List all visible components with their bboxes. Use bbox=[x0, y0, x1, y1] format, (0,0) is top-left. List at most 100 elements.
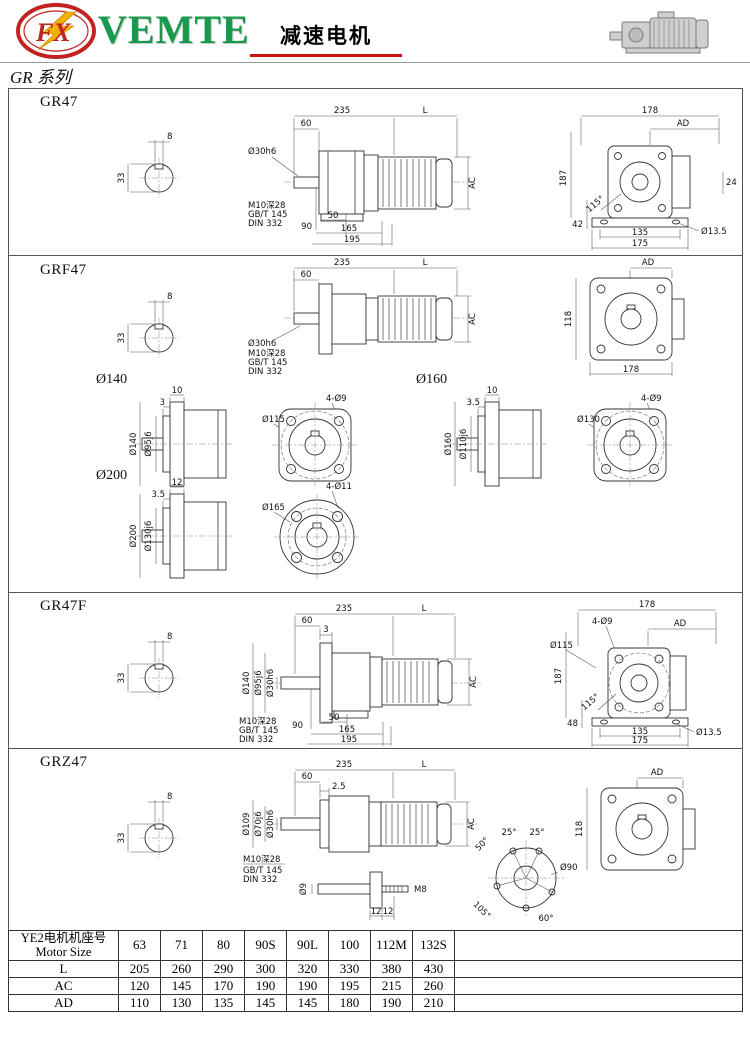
dim-60: 60 bbox=[302, 616, 313, 626]
column-header: 90S bbox=[244, 930, 287, 961]
dim-AC: AC bbox=[467, 818, 477, 830]
standard-gbt: GB/T 145 bbox=[248, 358, 287, 368]
dim-holes: 4-Ø9 bbox=[592, 616, 613, 627]
gr47f-shaft-section-view: 8 33 bbox=[117, 632, 179, 698]
dim-thread-M8: M8 bbox=[414, 885, 427, 895]
dim-50: 50 bbox=[328, 211, 339, 221]
motor-fins bbox=[653, 20, 690, 48]
dim-angle-115: 115° bbox=[585, 194, 607, 215]
dim-keyway-width: 8 bbox=[167, 792, 172, 802]
grf47-front-view: 235 L 60 Ø30h6 AC M10深28 GB/T 145 DIN 33… bbox=[248, 258, 478, 377]
dim-3: 3 bbox=[323, 625, 328, 635]
dim-L: L bbox=[423, 258, 428, 268]
flange160-section-view: 10 3.5 Ø160 Ø110j6 bbox=[443, 386, 547, 487]
grz47-shaft-section-view: 8 33 bbox=[117, 792, 179, 858]
dim-thickness: 12 bbox=[172, 478, 183, 488]
cell: 290 bbox=[202, 959, 245, 978]
column-header: 63 bbox=[118, 930, 161, 961]
flange140-section-view: 10 3 Ø140 Ø95j6 bbox=[128, 386, 232, 487]
dim-60: 60 bbox=[301, 270, 312, 280]
filler-cell bbox=[454, 993, 743, 1012]
dim-AC: AC bbox=[469, 676, 479, 688]
gr47-side-view: 178 AD 187 115° 42 24 Ø13.5 135 175 bbox=[559, 106, 737, 250]
shaft-geometry bbox=[127, 140, 179, 198]
dim-50: 50 bbox=[329, 713, 340, 723]
dim-60: 60 bbox=[301, 119, 312, 129]
column-header: 132S bbox=[412, 930, 455, 961]
dim-175: 175 bbox=[632, 239, 648, 249]
dim-L: L bbox=[422, 604, 427, 614]
cell: 145 bbox=[286, 993, 329, 1012]
tap-spec: M10深28 bbox=[239, 717, 276, 727]
gr47f-front-geometry bbox=[252, 613, 481, 746]
gr47-shaft-section-view: 8 33 bbox=[117, 132, 179, 198]
dim-bolt-circle-90: Ø90 bbox=[560, 862, 578, 873]
dim-angle-105: 105° bbox=[471, 900, 493, 922]
standard-gbt: GB/T 145 bbox=[248, 210, 287, 220]
cell: 190 bbox=[244, 976, 287, 995]
dim-12b: 12 bbox=[383, 907, 394, 917]
dim-bolt-circle: Ø115 bbox=[550, 640, 573, 651]
shaft-geometry bbox=[127, 640, 179, 698]
gr47f-side-geometry bbox=[565, 609, 717, 747]
dim-178: 178 bbox=[639, 600, 655, 610]
flange200-section-view: 12 3.5 Ø200 Ø130j6 bbox=[128, 478, 232, 579]
cell: 210 bbox=[412, 993, 455, 1012]
dim-L: L bbox=[422, 760, 427, 770]
cell: 430 bbox=[412, 959, 455, 978]
logo-letters: FX bbox=[35, 18, 71, 47]
page-title: 减速电机 bbox=[250, 20, 402, 57]
torque-arm-geometry bbox=[311, 871, 409, 920]
tap-spec: M10深28 bbox=[243, 855, 280, 865]
dim-spigot: Ø130j6 bbox=[143, 521, 154, 552]
cell: 380 bbox=[370, 959, 413, 978]
cell: 130 bbox=[160, 993, 203, 1012]
model-label-grz47: GRZ47 bbox=[40, 754, 88, 770]
gr47-front-view: 235 L 60 Ø30h6 AC M10深28 GB/T 145 DIN 33… bbox=[248, 106, 478, 246]
row-label: L bbox=[8, 959, 119, 978]
dim-118: 118 bbox=[575, 821, 585, 837]
dim-235: 235 bbox=[334, 258, 350, 268]
dim-165: 165 bbox=[339, 725, 355, 735]
dim-flange-od: Ø140 bbox=[241, 672, 252, 695]
dim-angle-50: 50° bbox=[474, 836, 492, 854]
dim-42: 42 bbox=[572, 220, 583, 230]
motor-size-header-cn: YE2电机机座号 bbox=[20, 931, 107, 945]
dim-bolt-circle: Ø130 bbox=[577, 414, 600, 425]
dim-step: 3 bbox=[160, 398, 165, 408]
lightning-icon bbox=[37, 11, 77, 51]
dim-spigot: Ø110j6 bbox=[458, 429, 469, 460]
grz47-front-geometry bbox=[243, 769, 479, 865]
cell: 120 bbox=[118, 976, 161, 995]
dim-keyway-width: 8 bbox=[167, 632, 172, 642]
column-header: 112M bbox=[370, 930, 413, 961]
dim-12a: 12 bbox=[371, 907, 382, 917]
dim-AD: AD bbox=[677, 119, 690, 129]
dim-2-5: 2.5 bbox=[332, 782, 346, 792]
gearmotor-photo bbox=[609, 11, 709, 54]
header-divider bbox=[0, 62, 750, 63]
grf47-side-geometry bbox=[575, 267, 685, 376]
dim-flange-od: Ø109 bbox=[241, 813, 252, 836]
gr47-front-geometry bbox=[271, 115, 472, 246]
dim-shaft-dia: Ø30h6 bbox=[265, 810, 276, 838]
standard-din: DIN 332 bbox=[239, 735, 273, 745]
flange140-face-geometry bbox=[272, 402, 358, 488]
row-label: AC bbox=[8, 976, 119, 995]
dim-60: 60 bbox=[302, 772, 313, 782]
dim-shaft-dia: Ø30h6 bbox=[265, 669, 276, 697]
dim-165: 165 bbox=[341, 224, 357, 234]
dim-flange-od: Ø200 bbox=[128, 525, 139, 548]
dim-shaft-dia: Ø30h6 bbox=[248, 146, 276, 157]
column-header: 100 bbox=[328, 930, 371, 961]
gearbox-face bbox=[628, 27, 644, 43]
cell: 330 bbox=[328, 959, 371, 978]
dim-holes: 4-Ø11 bbox=[326, 481, 352, 492]
grz47-face-geometry bbox=[488, 840, 564, 916]
cell: 300 bbox=[244, 959, 287, 978]
cell: 215 bbox=[370, 976, 413, 995]
cell: 260 bbox=[160, 959, 203, 978]
gearmotor-body bbox=[609, 11, 709, 54]
dim-175: 175 bbox=[632, 736, 648, 746]
